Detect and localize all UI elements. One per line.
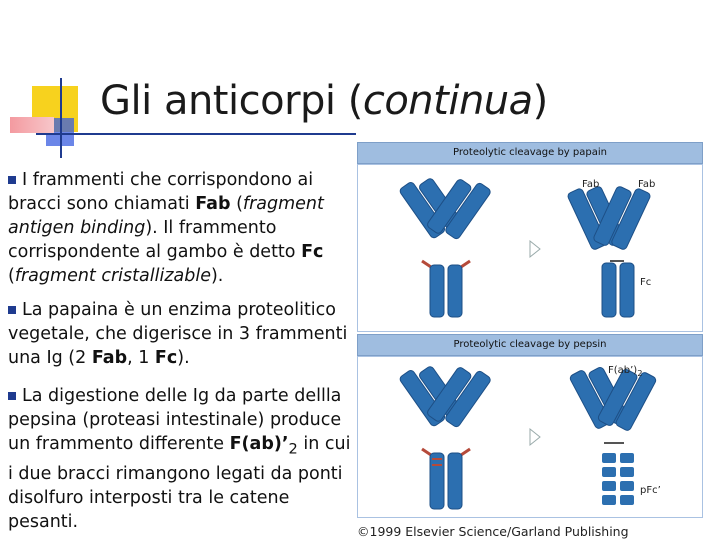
pepsin-header: Proteolytic cleavage by pepsin: [357, 334, 703, 356]
label-fab-left: Fab: [582, 179, 599, 190]
label-fab2: F(ab’)2: [608, 365, 643, 378]
deco-pink-bar: [10, 117, 54, 133]
title-underline: [36, 133, 356, 135]
fc-fragment: [602, 261, 634, 317]
bullet-marker: [8, 176, 16, 184]
deco-vertical-line: [60, 78, 62, 158]
bullet-papain: La papaina è un enzima proteolitico vege…: [8, 298, 356, 370]
cleavage-figure: Proteolytic cleavage by papain: [357, 140, 707, 540]
page-title: Gli anticorpi (continua): [100, 78, 548, 124]
papain-header: Proteolytic cleavage by papain: [357, 142, 703, 164]
figure-credit: ©1999 Elsevier Science/Garland Publishin…: [357, 524, 629, 539]
label-fab-right: Fab: [638, 179, 655, 190]
bullet-marker: [8, 392, 16, 400]
bullet-marker: [8, 306, 16, 314]
bullet-fragments: I frammenti che corrispondono ai bracci …: [8, 168, 356, 288]
papain-panel: Fab Fab Fc: [357, 164, 703, 332]
bullet-pepsin: La digestione delle Ig da parte dellla p…: [8, 384, 356, 534]
label-pfc: pFc’: [640, 485, 661, 496]
intact-antibody-pepsin: [399, 359, 492, 509]
intact-antibody-papain: [399, 171, 492, 317]
pfc-fragments: [602, 453, 634, 505]
pepsin-panel: F(ab’)2 pFc’: [357, 356, 703, 518]
label-fc: Fc: [640, 277, 651, 288]
